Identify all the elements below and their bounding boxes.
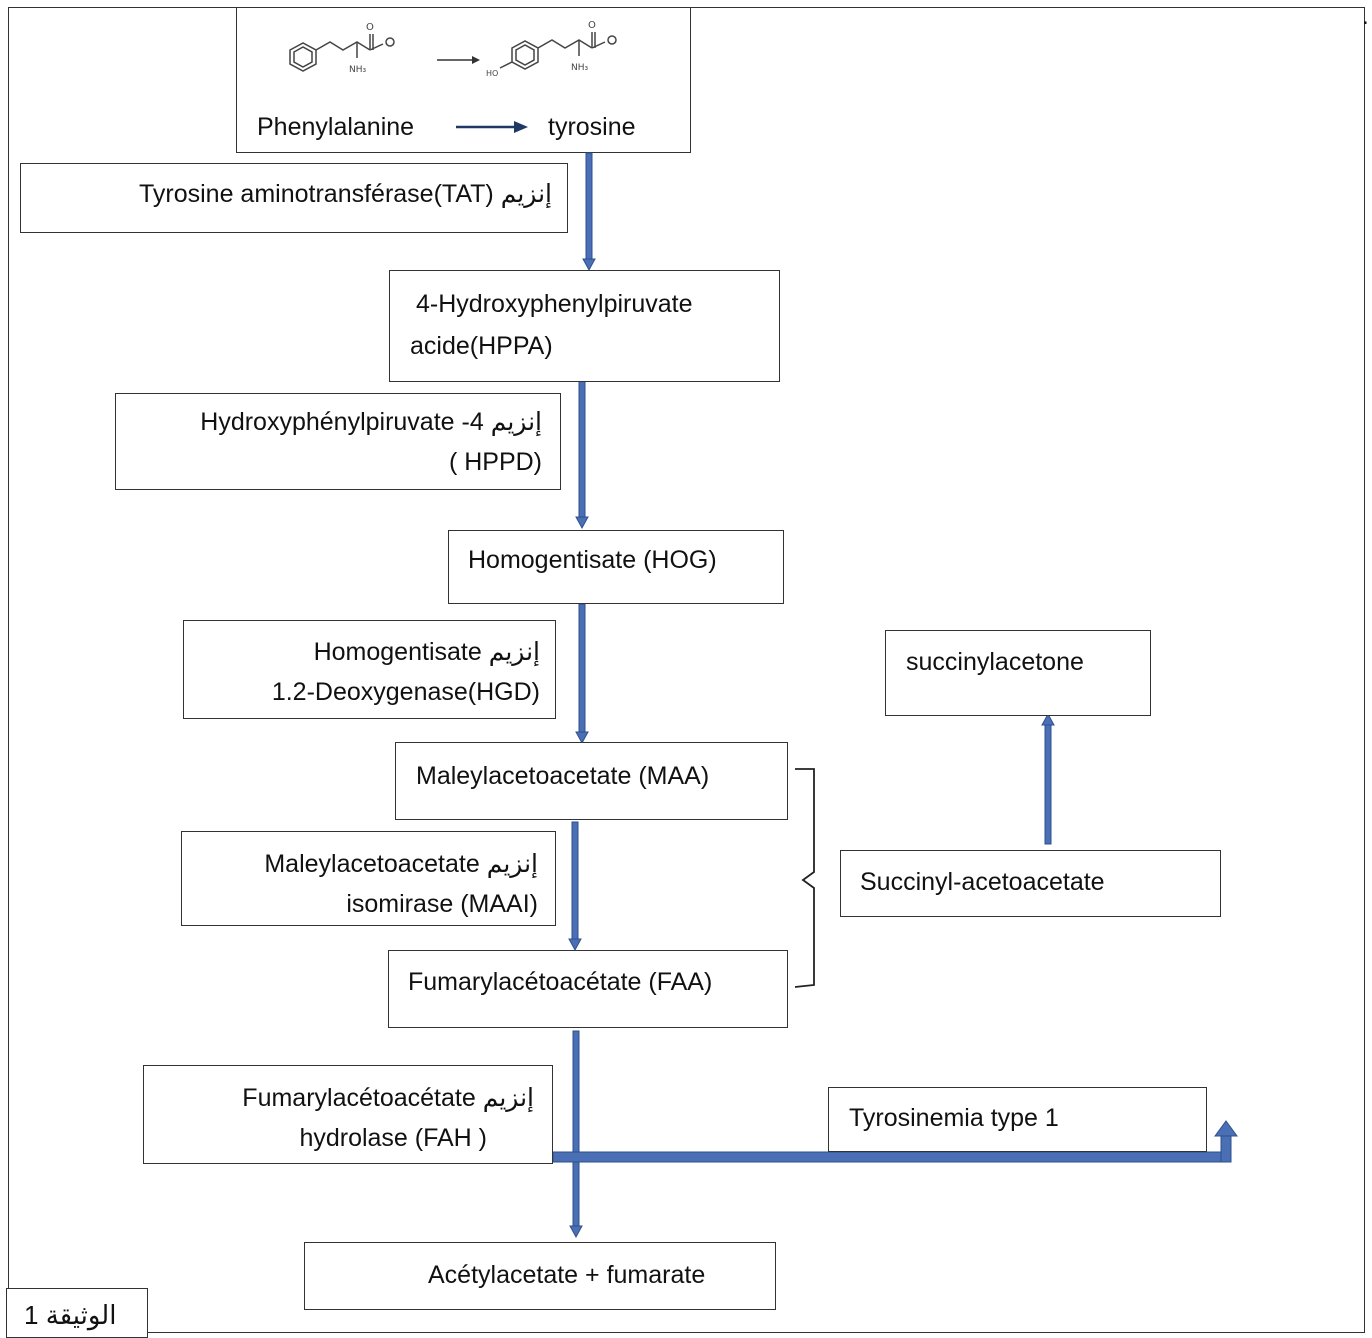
succinyl-acetoacetate-label: Succinyl-acetoacetate xyxy=(860,868,1105,896)
succinylacetone-label: succinylacetone xyxy=(906,648,1084,676)
tyrosinemia-label: Tyrosinemia type 1 xyxy=(849,1104,1059,1132)
phe-nh3-label: NH₃ xyxy=(349,65,367,75)
tyr-ho-label: HO xyxy=(486,69,498,78)
enzyme-hgd-label-line2: 1.2-Deoxygenase(HGD) xyxy=(271,678,540,706)
structure-reaction-arrow xyxy=(437,56,480,64)
succinyl-acetoacetate-box xyxy=(840,850,1221,917)
phenylalanine-label: Phenylalanine xyxy=(257,113,415,141)
tyrosine-label: tyrosine xyxy=(548,113,636,141)
corner-mark: . xyxy=(1362,3,1369,30)
end-product-box xyxy=(304,1242,776,1310)
maa-faa-bracket xyxy=(794,768,815,988)
tyrosine-structure xyxy=(499,32,617,70)
enzyme-maai-box xyxy=(181,831,556,926)
enzyme-tat-label: إنزيم Tyrosine aminotransférase(TAT) xyxy=(139,180,552,208)
enzyme-fah-label-line2: hydrolase (FAH ) xyxy=(299,1124,487,1152)
enzyme-maai-label-line1: إنزيم Maleylacetoacetate xyxy=(264,850,538,878)
maa-label: Maleylacetoacetate (MAA) xyxy=(416,762,710,790)
enzyme-fah-label-line1: إنزيم Fumarylacétoacétate xyxy=(242,1084,534,1112)
phenylalanine-structure xyxy=(289,34,395,72)
tyrosinemia-box xyxy=(828,1087,1207,1152)
tyr-o-label: O xyxy=(588,20,596,31)
tyrosinemia-branch-arrow xyxy=(552,1120,1238,1163)
enzyme-hppd-label-line1: إنزيم 4- Hydroxyphénylpiruvate xyxy=(200,408,542,436)
succinylacetone-box xyxy=(885,630,1151,716)
enzyme-hppd-label-line2: ( HPPD) xyxy=(448,448,542,476)
phe-o-label: O xyxy=(366,22,374,33)
enzyme-hgd-label-line1: إنزيم Homogentisate xyxy=(313,638,540,666)
enzyme-fah-box xyxy=(143,1065,553,1164)
hppa-label-line2: acide(HPPA) xyxy=(410,332,553,360)
hog-label: Homogentisate (HOG) xyxy=(468,546,717,574)
phe-to-tyr-arrow xyxy=(456,121,528,133)
document-label: الوثيقة 1 xyxy=(24,1300,117,1330)
hppa-box xyxy=(389,270,780,382)
faa-box xyxy=(388,950,788,1028)
enzyme-maai-label-line2: isomirase (MAAI) xyxy=(346,890,538,918)
tyr-nh3-label: NH₃ xyxy=(571,63,589,73)
hog-box xyxy=(448,530,784,604)
enzyme-hgd-box xyxy=(183,620,556,719)
phenylalanine-tyrosine-box xyxy=(236,7,691,153)
document-label-box xyxy=(6,1288,148,1338)
enzyme-tat-box xyxy=(20,163,568,233)
faa-label: Fumarylacétoacétate (FAA) xyxy=(408,968,713,996)
hppa-label-line1: 4-Hydroxyphenylpiruvate xyxy=(416,290,693,318)
end-product-label: Acétylacetate + fumarate xyxy=(428,1261,706,1289)
enzyme-hppd-box xyxy=(115,393,561,490)
maa-box xyxy=(395,742,788,820)
pathway-arrows xyxy=(568,152,1055,1239)
